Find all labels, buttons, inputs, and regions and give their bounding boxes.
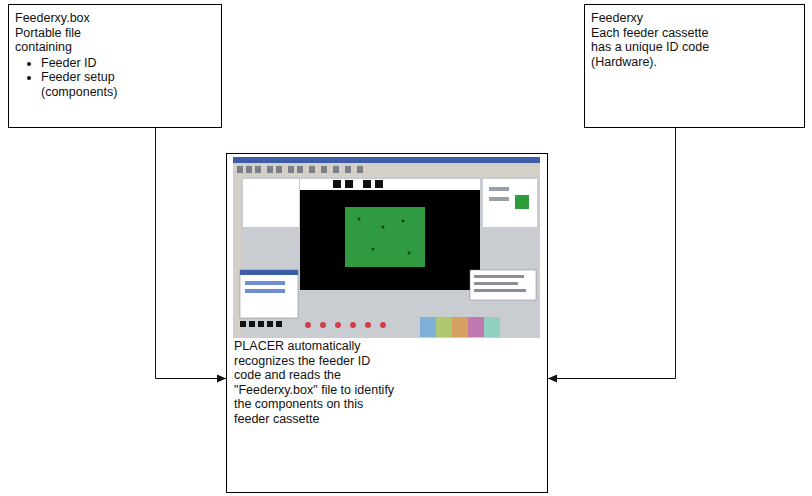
software-screenshot [233,157,540,338]
software-box: PLACER automatically recognizes the feed… [226,153,548,493]
bullet-item: Feeder ID [41,56,163,71]
box-heading: Feederxy [591,11,741,26]
arrow-connector [548,128,676,379]
hardware-box: FeederxyEach feeder cassette has a uniqu… [584,4,805,128]
file-box: Feederxy.boxPortable file containingFeed… [8,4,222,128]
bullet-item: Feeder setup (components) [41,70,163,99]
box-heading: PLACER automatically recognizes the feed… [234,339,400,426]
arrow-connector [156,128,227,379]
box-heading: Feederxy.box [15,11,135,26]
bullet-list: Feeder IDFeeder setup (components) [15,56,163,100]
box-text: Portable file containing [15,26,130,55]
box-text: Each feeder cassette has a unique ID cod… [591,26,723,70]
